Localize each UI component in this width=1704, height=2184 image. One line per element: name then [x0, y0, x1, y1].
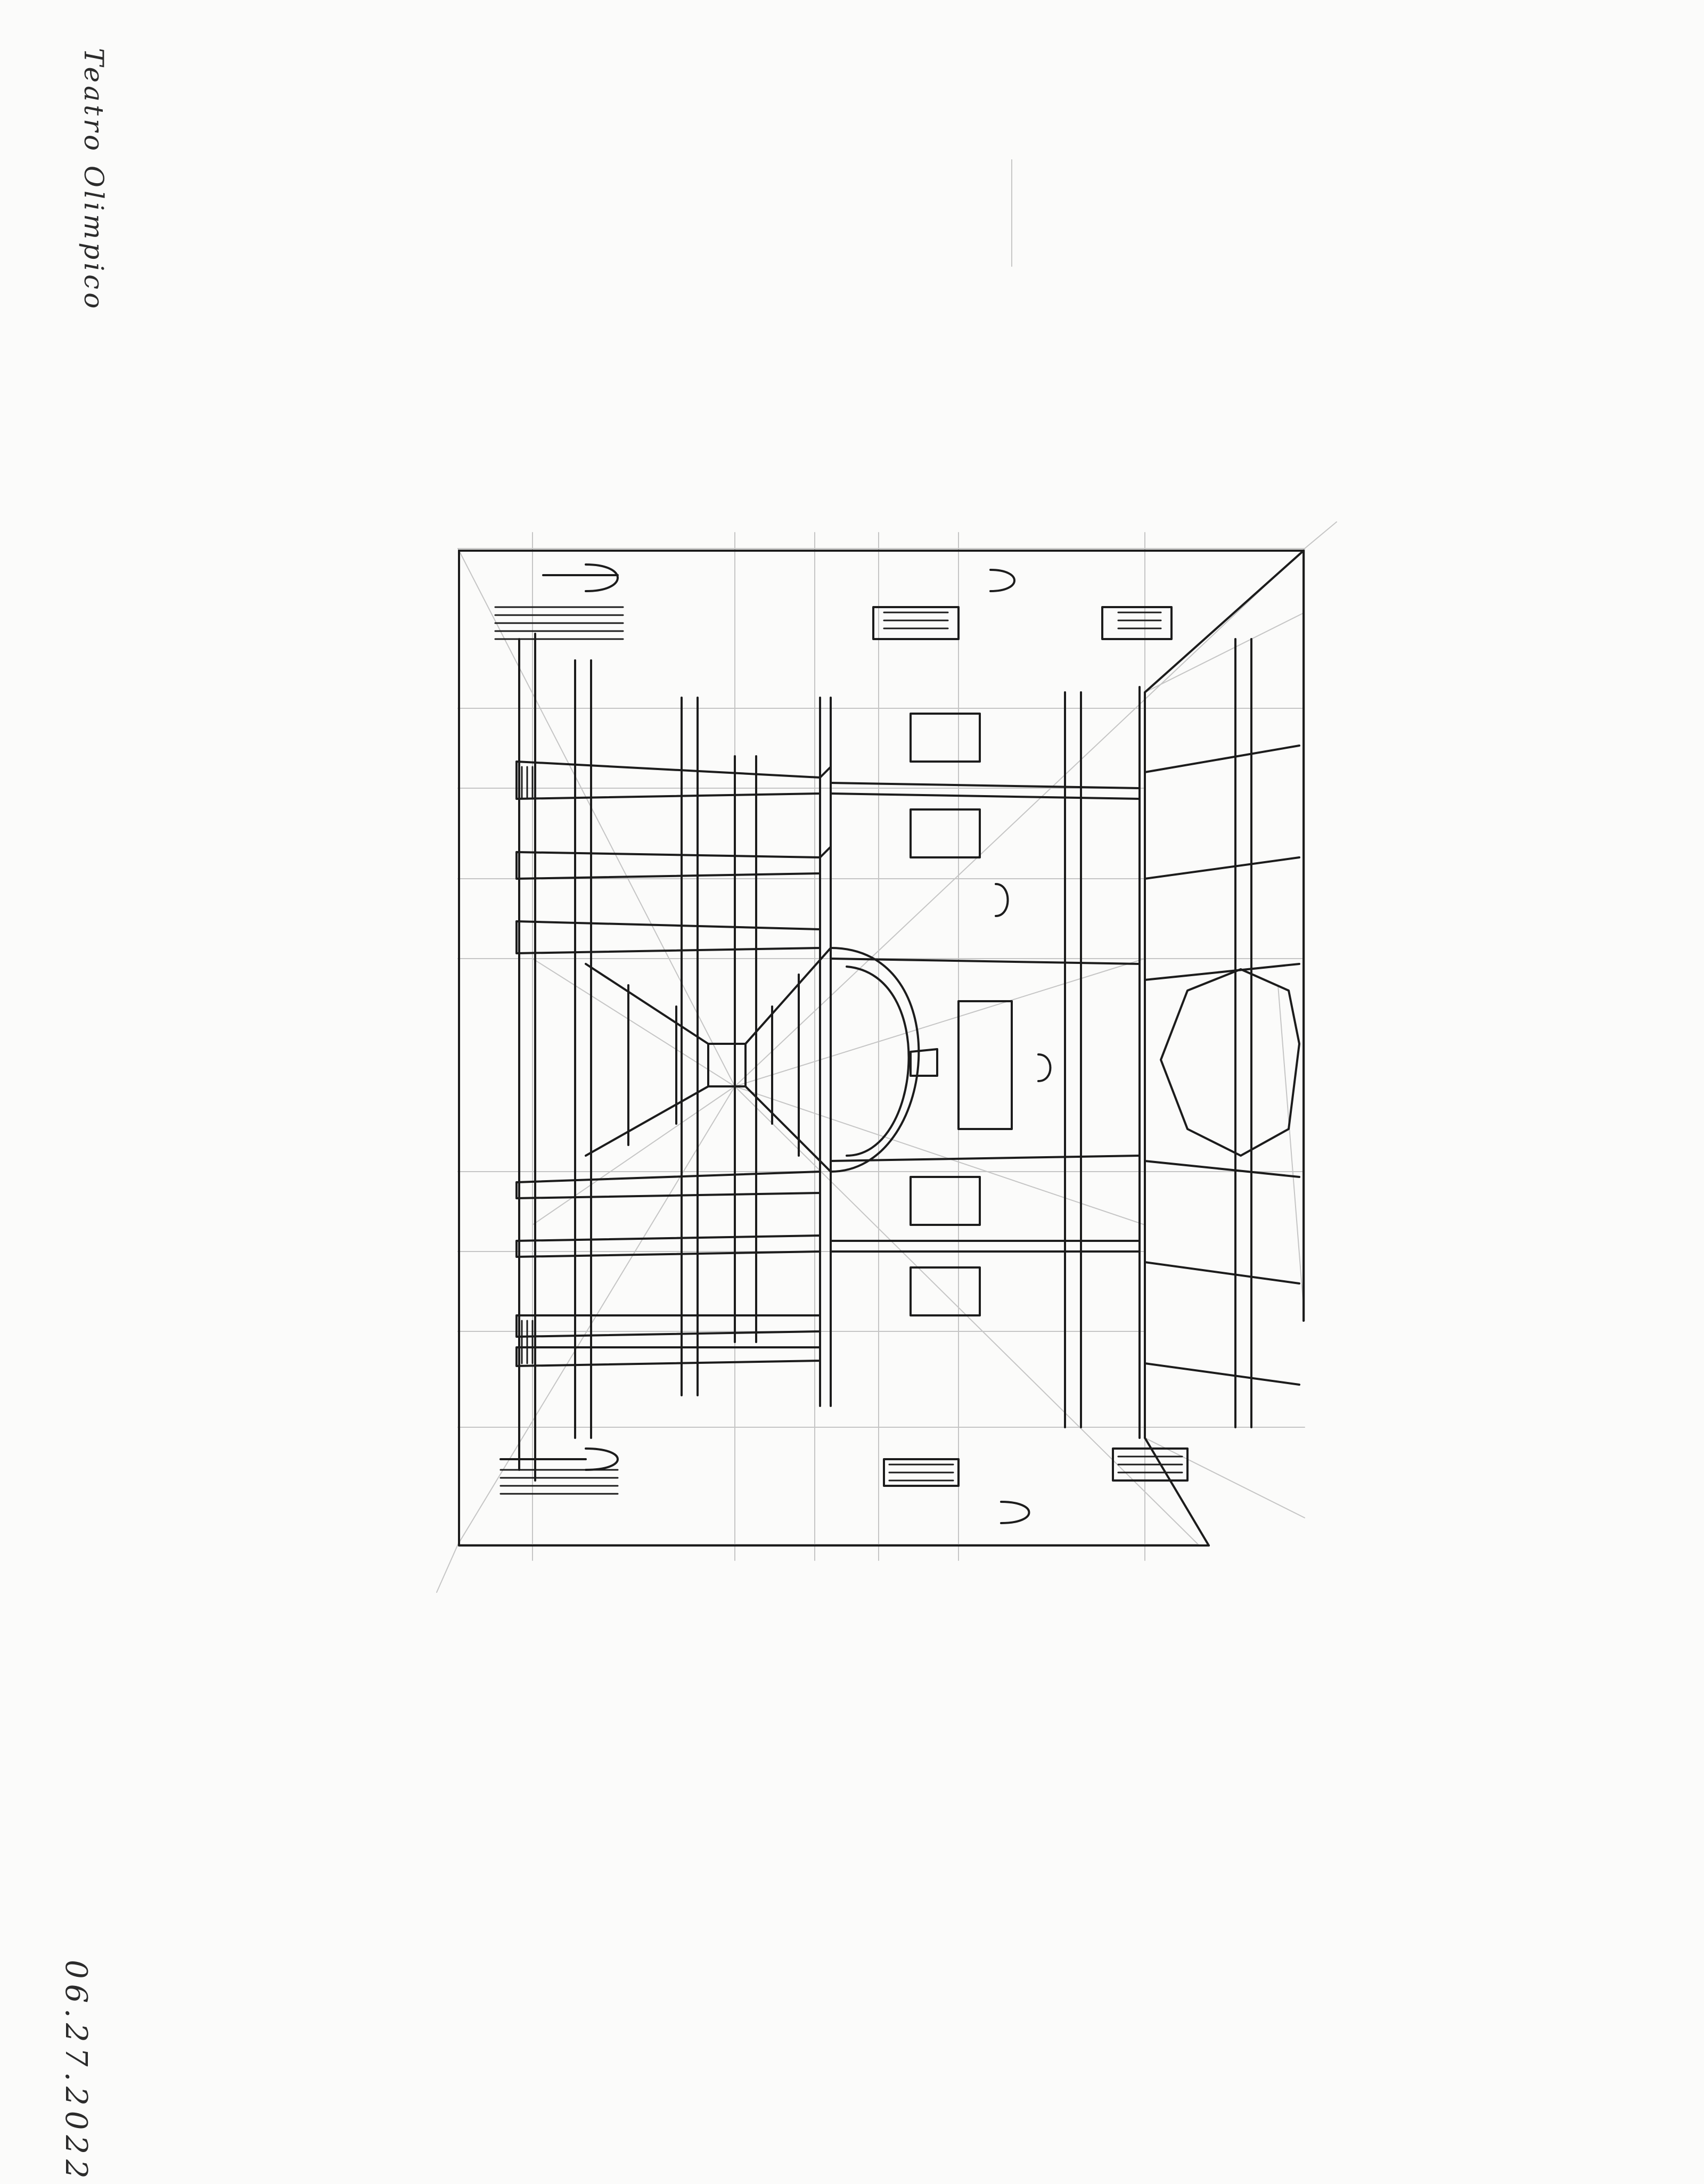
ink-lines [458, 550, 1305, 1547]
construction-lines [436, 159, 1337, 1593]
perspective-drawing [436, 159, 1337, 1593]
hatching [494, 606, 1183, 1495]
sketch-page: Teatro Olimpico 06.27.2022 [59, 48, 1337, 2184]
